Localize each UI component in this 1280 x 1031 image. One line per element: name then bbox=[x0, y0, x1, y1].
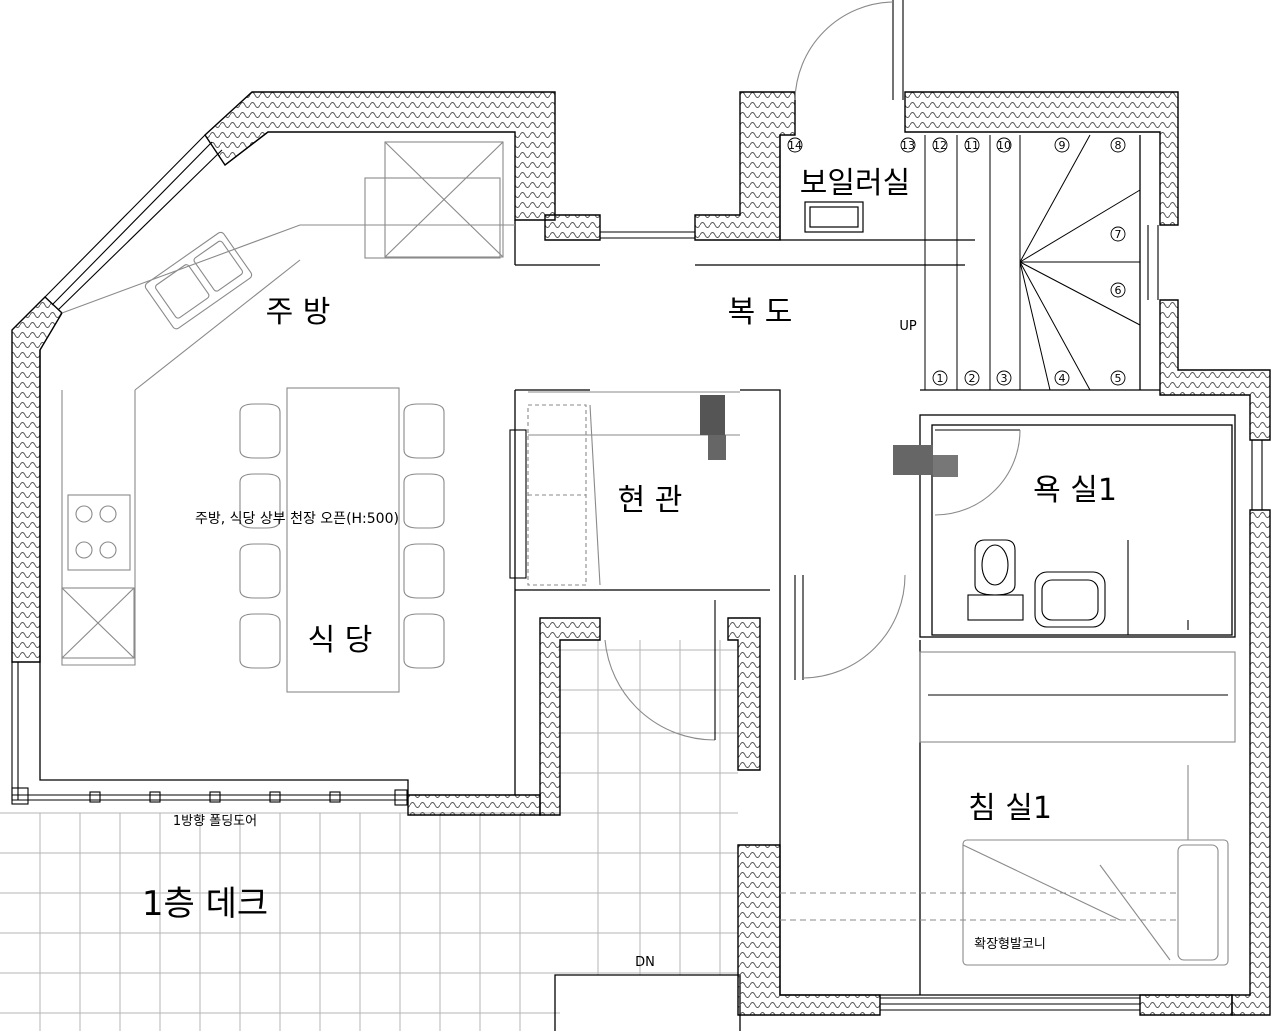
folding-door-note: 1방향 폴딩도어 bbox=[173, 814, 257, 829]
step-6: 6 bbox=[1115, 284, 1122, 297]
step-3: 3 bbox=[1001, 372, 1008, 385]
stair-step-numbers: 14 13 12 11 10 9 8 7 6 5 4 3 2 1 bbox=[788, 139, 1122, 385]
shoe-cabinet bbox=[509, 391, 740, 586]
stair-step-circles bbox=[787, 137, 1126, 386]
step-11: 11 bbox=[965, 139, 979, 152]
dining-chairs bbox=[239, 403, 445, 669]
room-deck: 1층 데크 bbox=[142, 884, 268, 924]
ceiling-note: 주방, 식당 상부 천장 오픈(H:500) bbox=[195, 511, 399, 527]
dn-step bbox=[554, 974, 741, 1031]
room-corridor: 복 도 bbox=[728, 295, 793, 330]
doors bbox=[604, 0, 1021, 741]
step-10: 10 bbox=[997, 139, 1011, 152]
step-4: 4 bbox=[1059, 372, 1066, 385]
step-2: 2 bbox=[969, 372, 976, 385]
step-13: 13 bbox=[901, 139, 915, 152]
stairs bbox=[924, 134, 1141, 391]
exterior-walls bbox=[11, 91, 1271, 1016]
windows bbox=[11, 134, 1263, 1011]
deck-tiles bbox=[0, 640, 738, 1031]
room-bedroom: 침 실1 bbox=[968, 791, 1052, 826]
column bbox=[893, 445, 958, 477]
interior-lines bbox=[39, 131, 1236, 996]
room-boiler: 보일러실 bbox=[800, 166, 910, 201]
room-bath: 욕 실1 bbox=[1033, 473, 1117, 508]
step-8: 8 bbox=[1115, 139, 1122, 152]
up-note: UP bbox=[899, 319, 917, 334]
step-7: 7 bbox=[1115, 228, 1122, 241]
notes: 주방, 식당 상부 천장 오픈(H:500) 1방향 폴딩도어 확장형발코니 U… bbox=[173, 319, 1046, 970]
bath-fixtures bbox=[967, 539, 1189, 635]
step-14: 14 bbox=[788, 139, 802, 152]
kitchen-counter bbox=[61, 141, 515, 693]
balcony-note: 확장형발코니 bbox=[974, 937, 1046, 952]
dn-note: DN bbox=[635, 955, 655, 970]
room-dining: 식 당 bbox=[308, 623, 373, 658]
boiler-unit bbox=[804, 201, 864, 233]
step-5: 5 bbox=[1115, 372, 1122, 385]
step-12: 12 bbox=[933, 139, 947, 152]
step-9: 9 bbox=[1059, 139, 1066, 152]
room-kitchen: 주 방 bbox=[266, 295, 331, 330]
step-1: 1 bbox=[937, 372, 944, 385]
room-entrance: 현 관 bbox=[618, 483, 683, 518]
bedroom-furniture bbox=[780, 651, 1236, 966]
room-labels: 주 방 복 도 보일러실 현 관 욕 실1 식 당 침 실1 1층 데크 bbox=[142, 166, 1117, 924]
